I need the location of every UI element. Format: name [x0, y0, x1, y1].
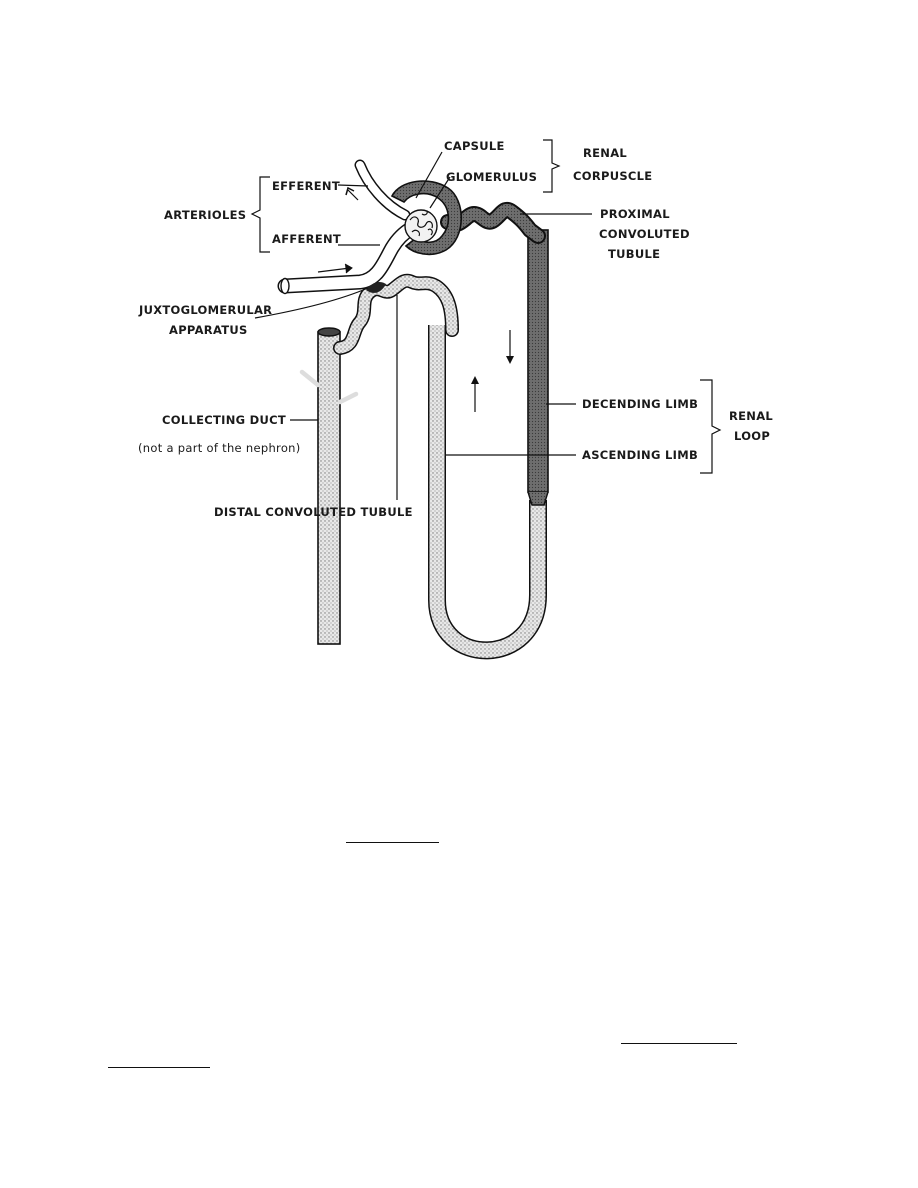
brackets — [250, 139, 722, 474]
label-juxta-2: APPARATUS — [169, 323, 248, 337]
flow-arrows — [317, 186, 514, 412]
label-arterioles: ARTERIOLES — [164, 208, 246, 222]
juxtaglomerular-apparatus — [366, 282, 386, 293]
renal-corpuscle — [390, 180, 463, 256]
label-efferent: EFFERENT — [272, 179, 340, 193]
label-afferent: AFFERENT — [272, 232, 341, 246]
label-glomerulus: GLOMERULUS — [446, 170, 537, 184]
efferent-arteriole — [354, 159, 411, 221]
label-ascending-limb: ASCENDING LIMB — [582, 448, 698, 462]
label-proximal-3: TUBULE — [608, 247, 660, 261]
label-renal-corpuscle-1: RENAL — [583, 146, 627, 160]
label-juxta-1: JUXTOGLOMERULAR — [138, 303, 272, 317]
label-collecting-duct: COLLECTING DUCT — [162, 413, 286, 427]
underline-rule-2 — [621, 1043, 737, 1044]
underline-rule-1 — [346, 842, 439, 843]
leader-lines — [254, 151, 592, 500]
label-capsule: CAPSULE — [444, 139, 505, 153]
underline-rule-3 — [108, 1067, 210, 1068]
distal-convoluted-tubule — [333, 273, 459, 355]
afferent-arteriole — [277, 220, 420, 295]
label-proximal-2: CONVOLUTED — [599, 227, 690, 241]
label-renal-corpuscle-2: CORPUSCLE — [573, 169, 652, 183]
label-descending-limb: DECENDING LIMB — [582, 397, 698, 411]
label-renal-loop-1: RENAL — [729, 409, 773, 423]
label-distal-tubule: DISTAL CONVOLUTED TUBULE — [214, 505, 413, 519]
glomerulus-tuft — [404, 209, 438, 243]
label-proximal-1: PROXIMAL — [600, 207, 670, 221]
proximal-convoluted-tubule — [440, 202, 546, 244]
renal-loop — [428, 229, 549, 660]
collecting-duct — [299, 327, 359, 645]
label-renal-loop-2: LOOP — [734, 429, 770, 443]
labels: CAPSULE GLOMERULUS RENAL CORPUSCLE EFFER… — [138, 139, 773, 519]
label-collecting-note: (not a part of the nephron) — [138, 441, 301, 455]
